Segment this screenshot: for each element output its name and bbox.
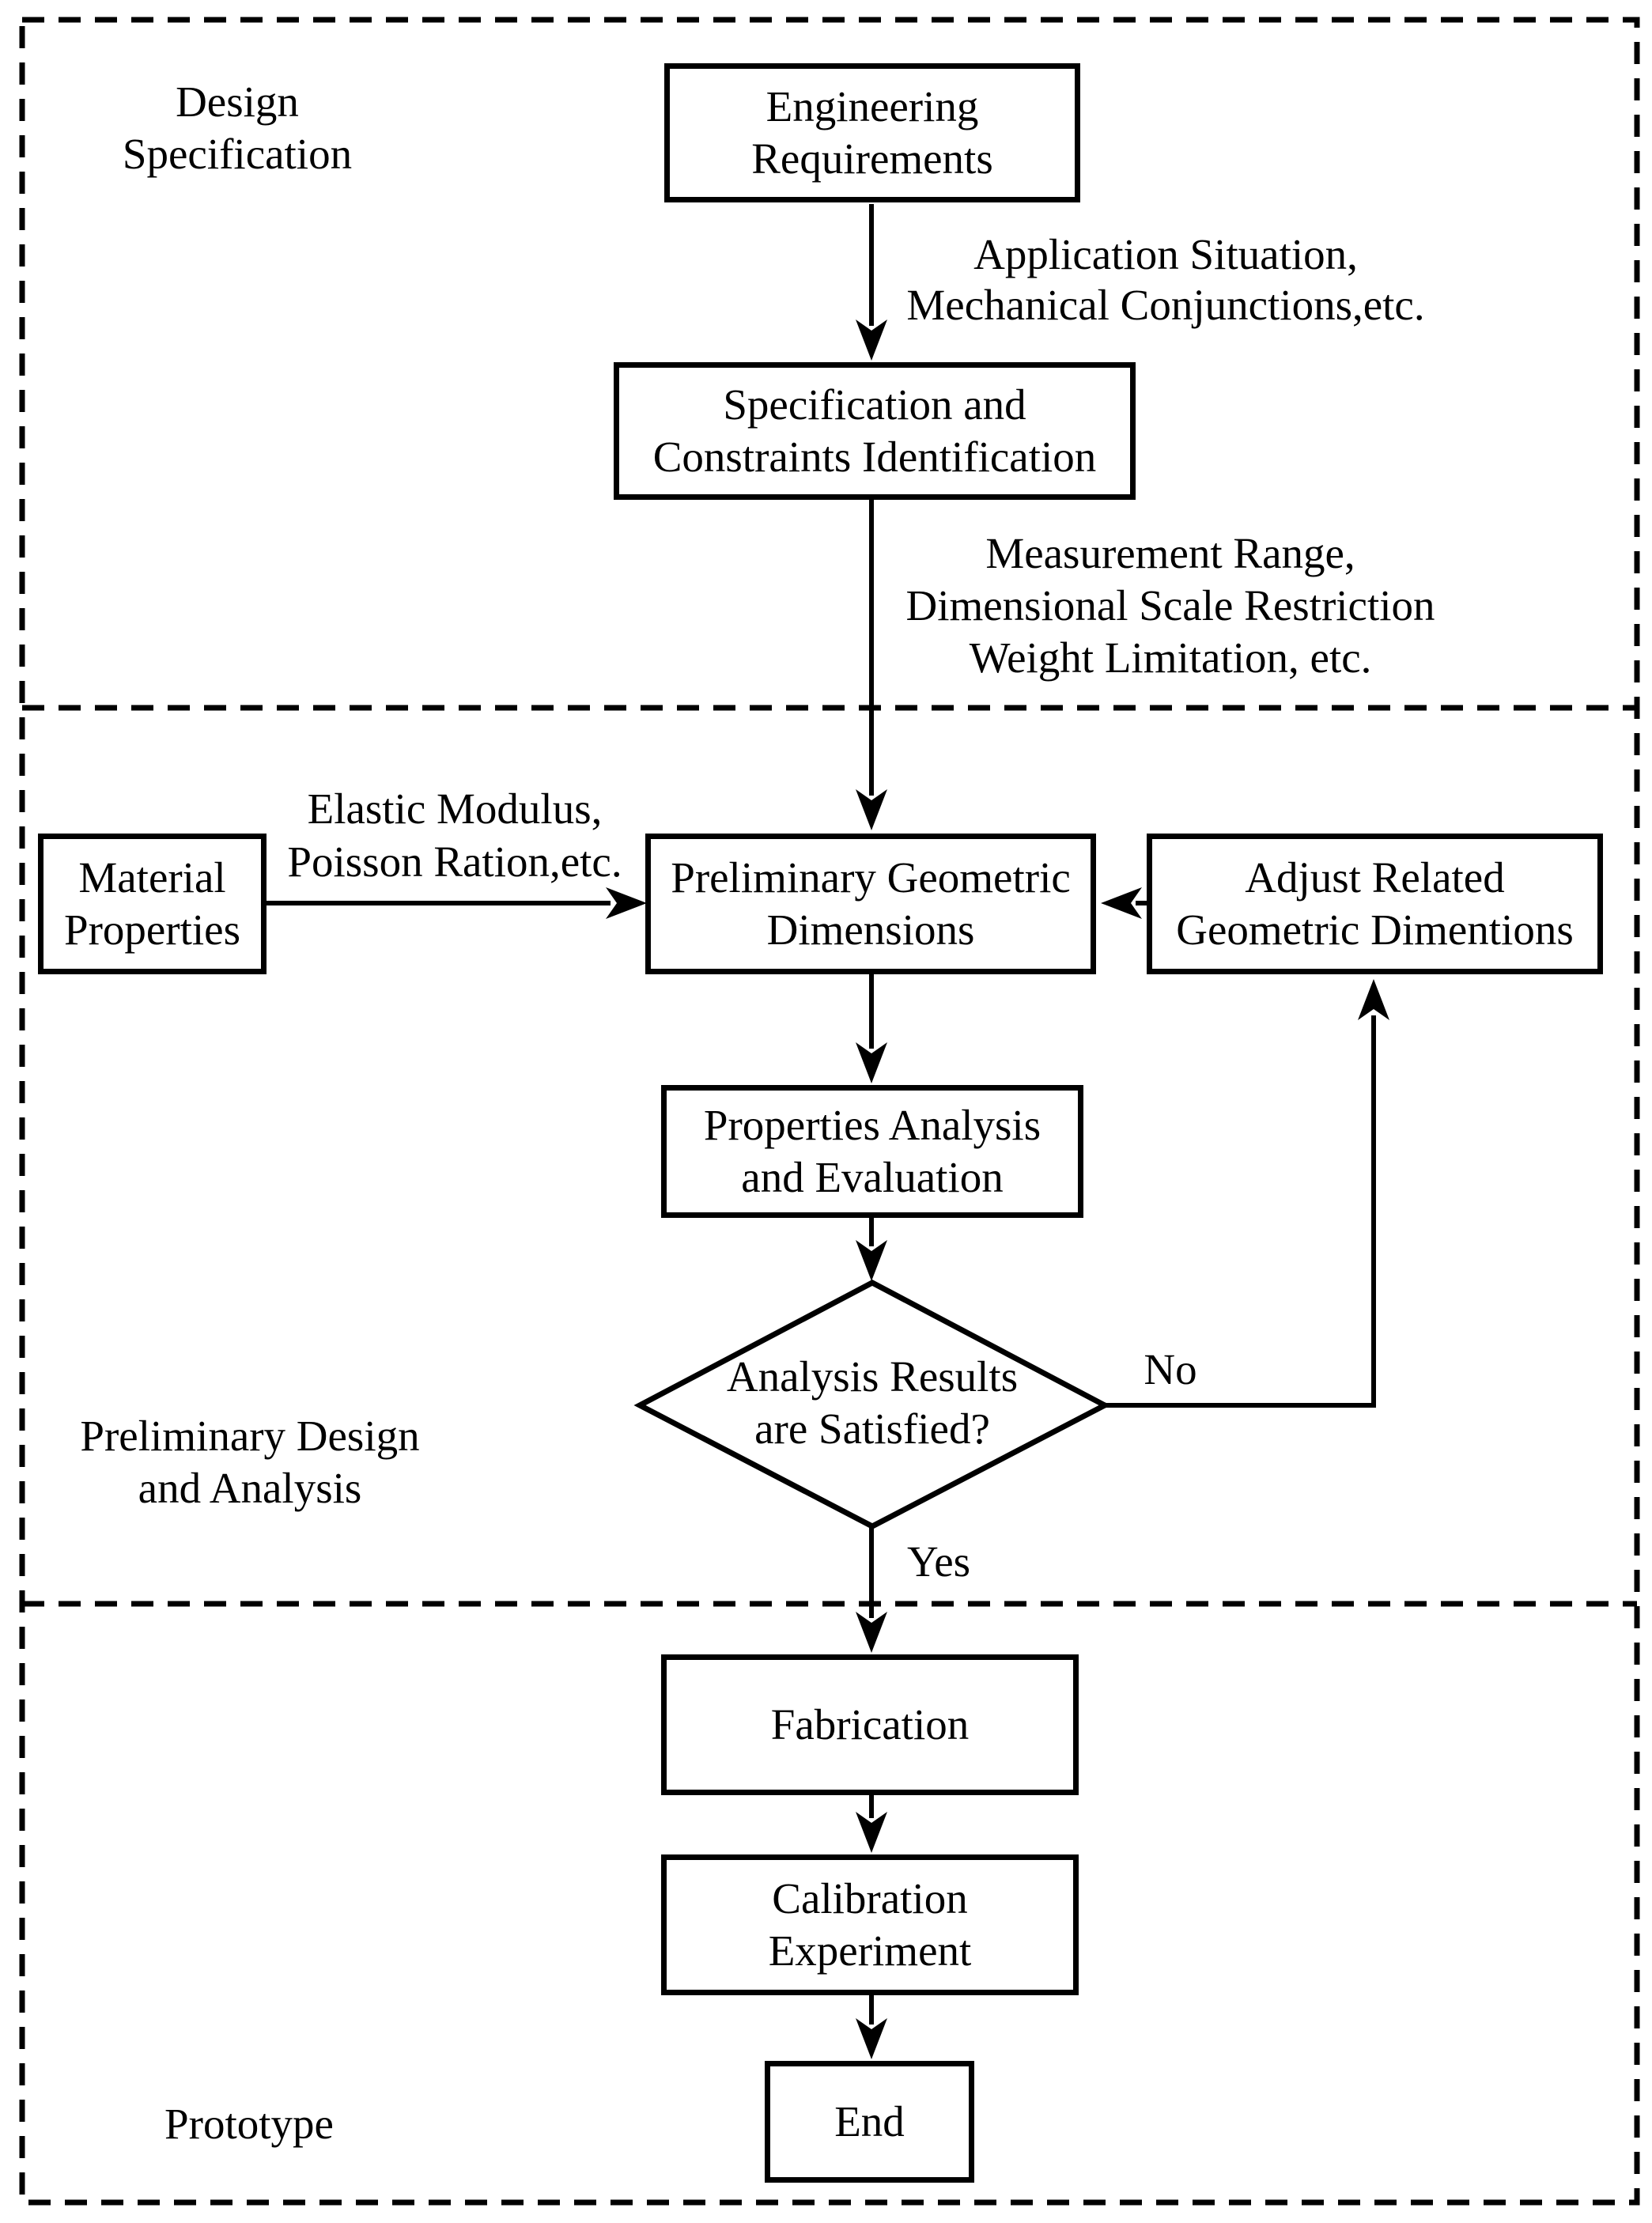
section-label-prototype: Prototype (91, 2098, 407, 2150)
node-text-line: Geometric Dimentions (1176, 905, 1574, 954)
arrowhead-calibration-to-end (856, 2018, 887, 2059)
edge-label-elastic-modulus: Elastic Modulus, Poisson Ration,etc. (273, 782, 637, 888)
section-label-line: Specification (122, 130, 353, 178)
section-label-line: Preliminary Design (80, 1412, 420, 1460)
arrowhead-no-to-adjust (1358, 979, 1389, 1020)
edge-label-no: No (1144, 1345, 1197, 1393)
decision-text-line: are Satisfied? (754, 1404, 990, 1453)
node-engineering-requirements: Engineering Requirements (664, 63, 1080, 202)
node-text-line: Adjust Related (1245, 853, 1505, 902)
edge-label-line: Mechanical Conjunctions,etc. (906, 281, 1425, 329)
node-text-line: Fabrication (770, 1700, 970, 1749)
section-label-design-specification: Design Specification (63, 76, 411, 180)
node-text-line: and Evaluation (741, 1153, 1004, 1201)
edge-label-line: Elastic Modulus, (307, 784, 603, 833)
node-text-line: End (834, 2097, 905, 2145)
node-properties-analysis: Properties Analysis and Evaluation (661, 1085, 1083, 1218)
arrowhead-engreq-to-spec (856, 319, 887, 361)
node-text-line: Material (78, 853, 226, 902)
edge-label-line: Weight Limitation, etc. (969, 633, 1372, 682)
node-calibration-experiment: Calibration Experiment (661, 1854, 1079, 1995)
arrowhead-analysis-to-decision (856, 1240, 887, 1281)
node-specification-constraints: Specification and Constraints Identifica… (614, 362, 1136, 500)
arrowhead-fabrication-to-calibration (856, 1812, 887, 1853)
arrowhead-yes-to-fabrication (856, 1612, 887, 1653)
node-adjust-related-geometric: Adjust Related Geometric Dimentions (1147, 834, 1603, 974)
node-text-line: Specification and (723, 380, 1026, 429)
decision-diamond-label: Analysis Results are Satisfied? (680, 1351, 1064, 1455)
node-text-line: Dimensions (766, 905, 975, 954)
node-material-properties: Material Properties (38, 834, 267, 974)
edge-label-measurement: Measurement Range, Dimensional Scale Res… (874, 527, 1467, 684)
edge-label-application: Application Situation, Mechanical Conjun… (871, 229, 1460, 331)
decision-text-line: Analysis Results (726, 1352, 1019, 1401)
section-label-line: Design (176, 78, 299, 126)
node-fabrication: Fabrication (661, 1654, 1079, 1795)
node-text-line: Properties (63, 905, 240, 954)
node-text-line: Properties Analysis (703, 1101, 1041, 1149)
edge-label-line: Poisson Ration,etc. (287, 837, 622, 886)
outer-dashed-border (19, 17, 1640, 2206)
node-text-line: Engineering (766, 82, 979, 130)
section-label-line: Prototype (164, 2100, 334, 2148)
arrowhead-prelim-to-analysis (856, 1042, 887, 1083)
edge-label-line: Application Situation, (973, 230, 1358, 278)
edge-label-line: Dimensional Scale Restriction (905, 581, 1435, 629)
node-text-line: Calibration (772, 1874, 968, 1922)
node-text-line: Requirements (751, 134, 993, 183)
edge-label-line: Measurement Range, (985, 529, 1355, 577)
node-text-line: Preliminary Geometric (671, 853, 1071, 902)
section-label-preliminary-design: Preliminary Design and Analysis (13, 1410, 487, 1514)
node-end: End (765, 2061, 974, 2183)
node-preliminary-geometric-dimensions: Preliminary Geometric Dimensions (645, 834, 1096, 974)
no-feedback-path (1105, 1015, 1376, 1408)
section-label-line: and Analysis (138, 1464, 362, 1512)
arrowhead-adjust-to-prelim (1101, 887, 1142, 919)
edge-label-yes: Yes (906, 1537, 971, 1586)
node-text-line: Experiment (768, 1926, 972, 1975)
arrowhead-spec-to-prelim (856, 789, 887, 830)
node-text-line: Constraints Identification (652, 433, 1097, 481)
arrowhead-material-to-prelim (606, 887, 647, 919)
